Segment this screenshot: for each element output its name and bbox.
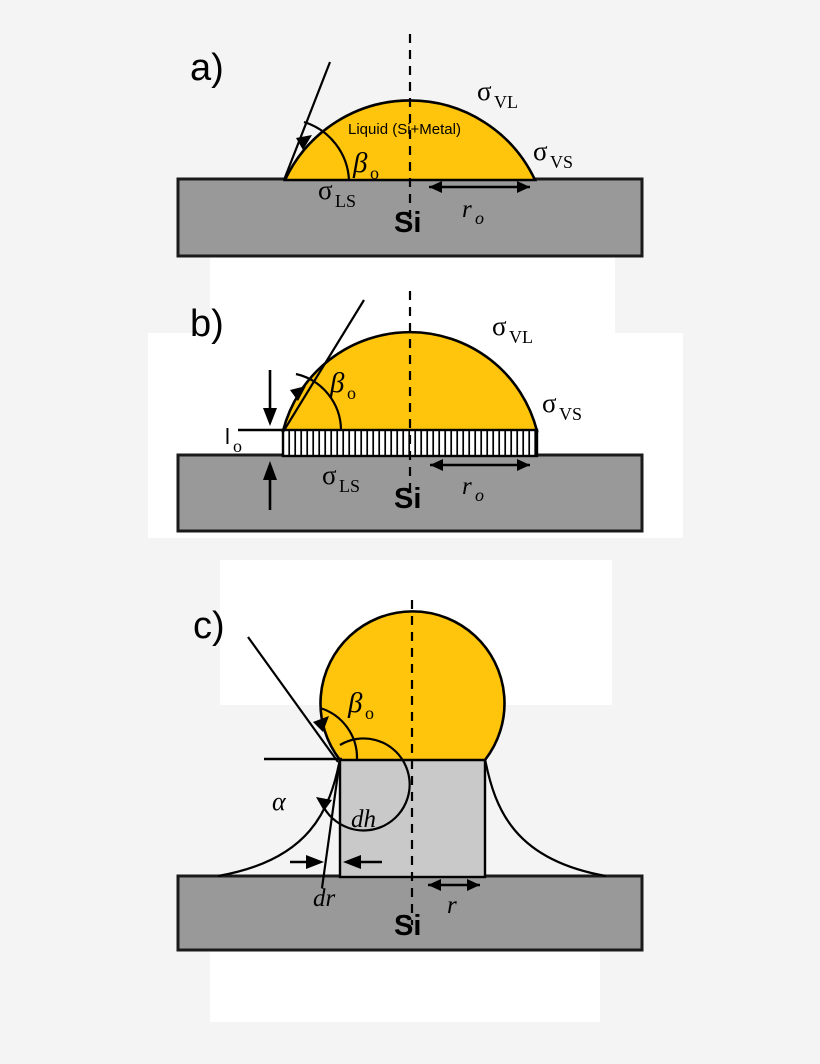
panel-b-letter: b) [190,303,224,345]
svg-text:o: o [370,163,379,183]
panel-b-ro-label: r o [462,473,484,505]
svg-text:β: β [347,687,363,719]
panel-a-beta-arrowhead [296,135,312,150]
panel-a-sigma-ls: σ LS [318,175,356,211]
svg-text:r: r [462,473,472,500]
panel-c-dh-label: dh [351,806,376,833]
panel-b-beta-label: β o [329,367,356,403]
svg-text:r: r [462,196,472,223]
panel-c-dr-label: dr [313,885,336,912]
panel-c-r-dimension [428,879,480,891]
panel-a-beta-arc [303,120,351,181]
panel-c-substrate [176,874,644,952]
svg-text:o: o [365,703,374,723]
panel-c-tangent-line [247,636,339,763]
svg-text:o: o [233,436,242,456]
panel-b-sigma-vl: σ VL [492,311,533,347]
svg-text:σ: σ [477,76,492,106]
panel-b-l0-label: l o [225,424,242,456]
panel-a-liquid-label: Liquid (Si+Metal) [348,121,461,138]
panel-a-letter: a) [190,47,224,89]
svg-text:LS: LS [335,191,356,211]
svg-text:o: o [347,383,356,403]
panel-a-ro-label: r o [462,196,484,228]
svg-text:σ: σ [318,175,333,205]
panel-b-beta-arrowhead [290,386,306,401]
panel-c-dr-dimension [290,855,382,869]
panel-c-letter: c) [193,605,225,647]
panel-c-left-flank-curve [217,758,342,878]
panel-c-beta-label: β o [347,687,374,723]
panel-a-tangent-line [282,61,332,181]
panel-a-ro-dimension [429,181,530,193]
panel-a-sigma-vs: σ VS [533,136,573,172]
panel-a-sigma-vl: σ VL [477,76,518,112]
panel-c-r-label: r [447,892,457,919]
panel-b-substrate-label: Si [394,483,421,515]
panel-c-substrate-label: Si [394,910,421,942]
panel-c-alpha-label: α [272,787,287,816]
svg-text:o: o [475,208,484,228]
panel-c-beta-arrowhead [313,716,329,732]
svg-text:l: l [225,424,230,449]
white-block-upper [210,255,615,333]
panel-c-right-flank-curve [483,758,607,878]
panel-b: b) Si σ VL σ VS σ LS β o r o [176,291,644,533]
panel-c: c) Si β o α dh dr r [176,600,644,952]
svg-text:VS: VS [550,152,573,172]
panel-c-dr-edge-line [320,758,342,889]
panel-b-beta-arc [295,372,343,431]
svg-text:VL: VL [494,92,518,112]
white-block-bottom [210,950,600,1022]
svg-text:VS: VS [559,404,582,424]
panel-c-alpha-arc [321,737,411,832]
panel-c-beta-arc [319,706,359,760]
panel-a-beta-label: β o [352,147,379,183]
svg-text:β: β [329,367,345,399]
svg-text:LS: LS [339,476,360,496]
panel-b-l0-dimension [238,370,283,510]
svg-text:β: β [352,147,368,179]
panel-a-substrate-label: Si [394,207,421,239]
panel-b-sigma-vs: σ VS [542,388,582,424]
panel-b-ro-dimension [430,459,530,471]
panel-b-tangent-line [282,299,365,433]
panel-b-sigma-ls: σ LS [322,460,360,496]
svg-text:o: o [475,485,484,505]
svg-text:σ: σ [322,460,337,490]
svg-text:σ: σ [492,311,507,341]
panel-c-alpha-arrowhead [316,797,332,811]
panel-b-droplet [281,330,539,433]
svg-text:VL: VL [509,327,533,347]
svg-text:σ: σ [542,388,557,418]
panel-a: a) Liquid (Si+Metal) Si σ VL σ VS σ LS β… [176,34,644,258]
panel-a-droplet [282,99,538,182]
svg-text:σ: σ [533,136,548,166]
